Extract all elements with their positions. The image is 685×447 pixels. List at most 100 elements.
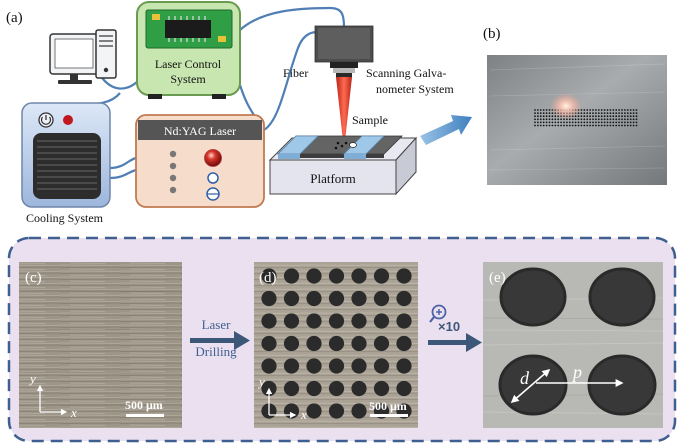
photo-hole [603,124,606,127]
photo-hole [542,121,545,124]
photo-hole [597,109,600,111]
photo-hole [621,112,623,114]
drilled-hole [261,358,277,374]
photo-hole [615,118,618,121]
photo-hole [595,118,597,121]
photo-hole [592,109,594,111]
drilled-hole [351,380,367,397]
laser-beam [336,77,352,141]
photo-hole [629,109,632,111]
photo-hole [537,118,539,121]
drilled-hole [306,268,322,284]
drilled-hole [396,358,412,374]
photo-hole [577,121,580,124]
photo-hole [624,124,626,127]
photo-hole [583,121,586,124]
axis-x-c: x [70,405,77,420]
photo-hole [545,118,548,121]
photo-hole [580,115,583,118]
ndyag-label: Nd:YAG Laser [164,124,236,138]
photo-hole [571,118,574,121]
photo-hole [554,118,557,121]
photo-hole [586,118,589,121]
drilled-hole [261,268,277,284]
photo-hole [589,115,591,118]
photo-hole [626,121,629,124]
axis-x-d: x [300,407,307,422]
photo-hole [621,121,623,124]
photo-hole [589,112,591,114]
photo-hole [580,112,583,114]
photo-hole [563,121,565,124]
drilled-hole [283,380,300,397]
axes-c [36,384,68,416]
drilled-hole [328,380,345,397]
photo-hole [612,112,615,114]
photo-hole [621,109,623,111]
photo-hole [626,109,629,111]
photo-hole [586,121,589,124]
photo-hole [603,115,606,118]
photo-hole [609,115,612,118]
photo-hole [537,109,539,111]
photo-hole [609,124,612,127]
photo-hole [635,121,638,124]
dimension-arrows [510,368,624,404]
photo-hole [534,118,536,121]
chip-icon [152,14,226,42]
photo-hole [595,121,597,124]
photo-hole [539,115,542,118]
emission-knob [204,149,222,167]
photo-hole [548,121,551,124]
panel-label-e: (e) [489,270,506,286]
photo-hole [539,118,542,121]
cooling-system: Cooling System [21,102,111,225]
drilled-hole [306,403,322,419]
photo-hole [618,118,620,121]
photo-hole [557,121,560,124]
photo-hole [600,112,603,114]
photo-hole [597,118,600,121]
drilled-hole [306,358,322,374]
photo-hole [597,121,600,124]
photo-hole [592,115,594,118]
photo-hole [537,115,539,118]
drilled-hole [283,290,300,307]
photo-hole [548,118,551,121]
photo-hole [600,118,603,121]
photo-hole [545,112,548,114]
photo-hole [609,121,612,124]
drilled-hole [373,313,390,329]
drilled-hole [261,313,277,329]
photo-hole [629,112,632,114]
photo-hole [595,109,597,111]
drilled-hole [351,403,367,419]
drilled-hole [373,268,390,284]
photo-hole [618,121,620,124]
scale-bar-d-label: 500 μm [369,399,407,413]
drilled-hole [283,335,300,352]
photo-hole [586,112,589,114]
photo-hole [551,124,554,127]
process-label-line2: Drilling [195,344,237,359]
photo-hole [580,118,583,121]
photo-hole [600,115,603,118]
photo-hole [615,112,618,114]
photo-hole [568,121,571,124]
hole-top-right [588,267,656,327]
indicator-light [63,115,73,125]
power-button-icon [38,112,54,128]
photo-hole [542,112,545,114]
photo-hole [539,109,542,111]
photo-hole [571,124,574,127]
photo-hole [557,118,560,121]
computer-icon [49,29,117,84]
photo-hole [548,124,551,127]
drilled-hole [373,290,390,307]
drilled-hole [283,313,300,329]
drilled-hole-array [534,109,638,127]
photo-hole [626,115,629,118]
photo-hole [603,112,606,114]
photo-hole [603,118,606,121]
photo-hole [577,118,580,121]
